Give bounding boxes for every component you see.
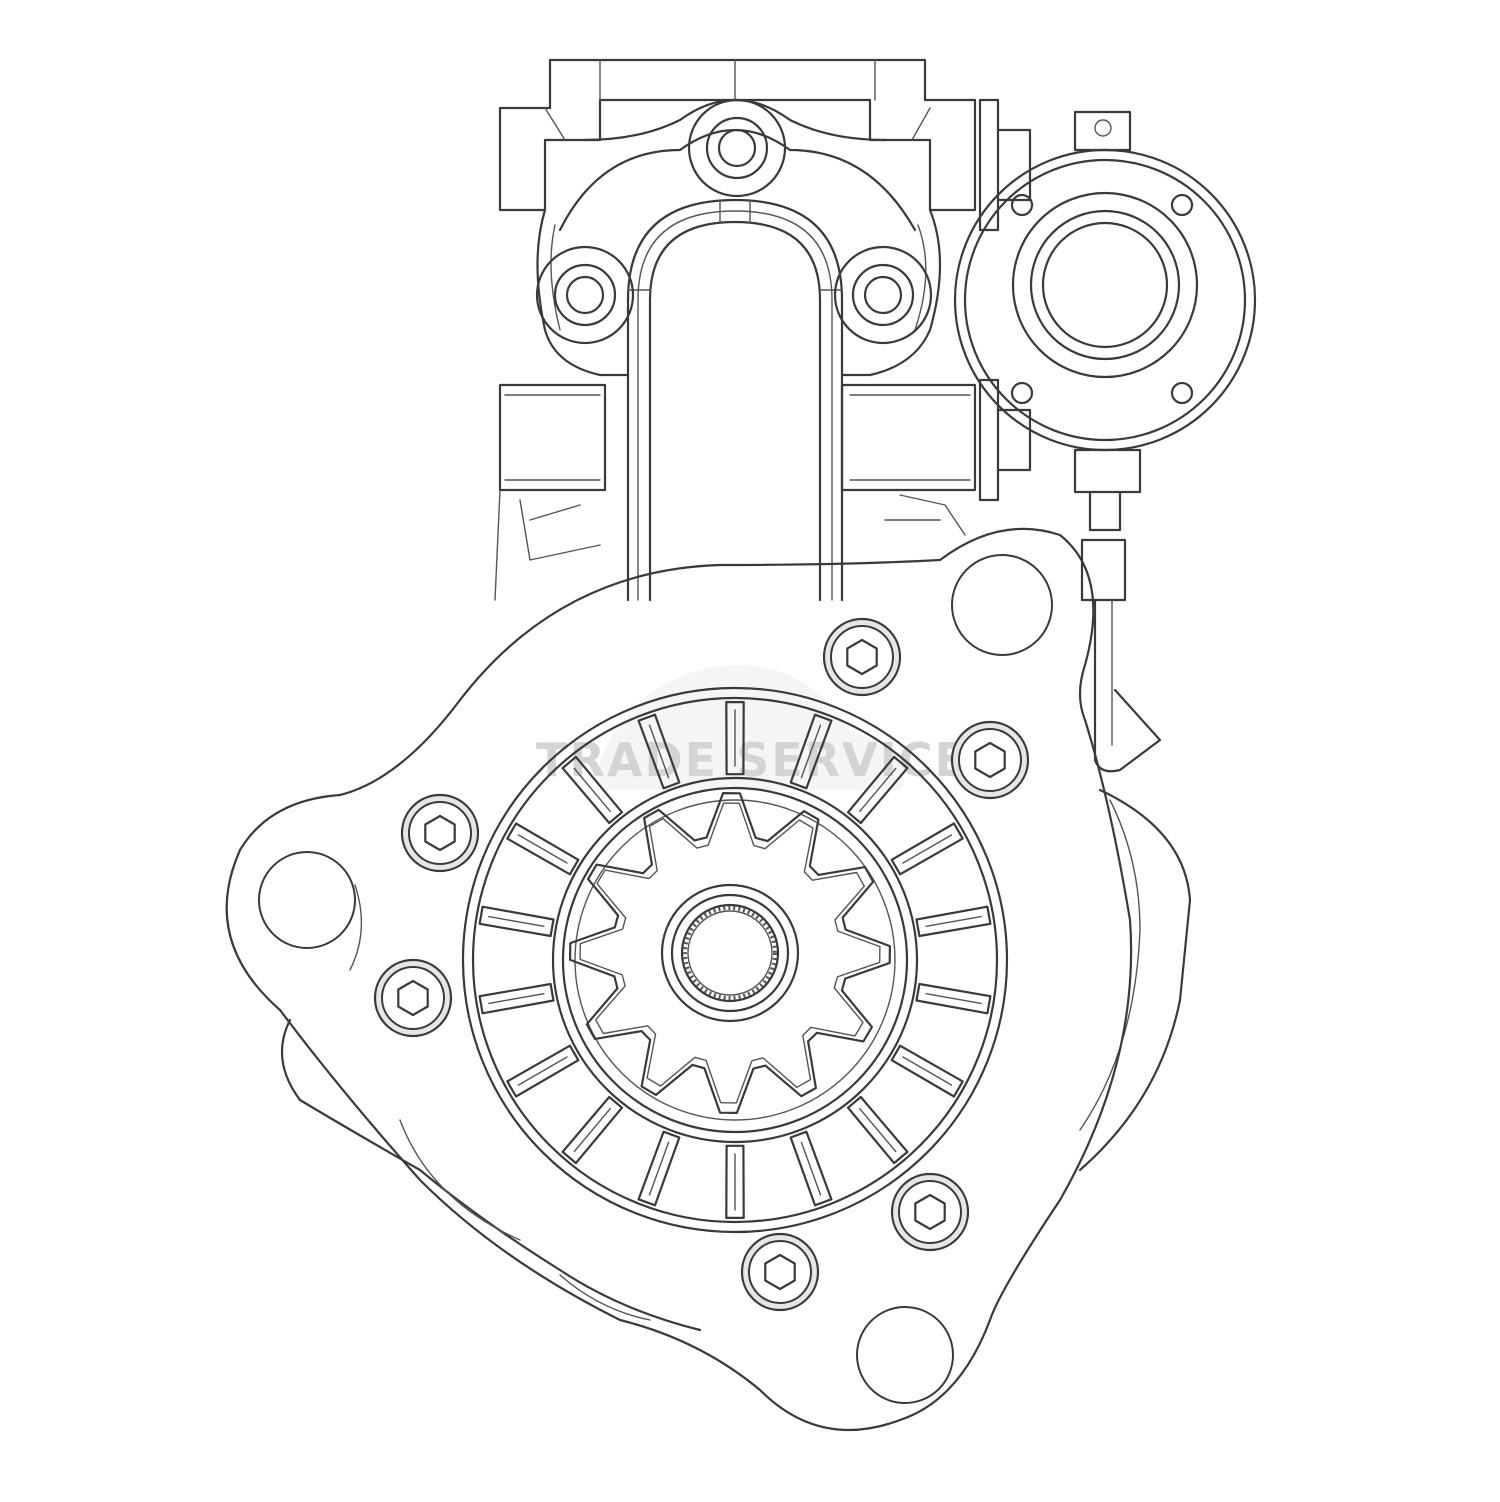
clutch-segment-rib [925, 915, 982, 927]
clutch-segment-rib [648, 724, 670, 779]
clutch-segment-rib [573, 1107, 611, 1153]
flange-bolt [400, 793, 480, 873]
watermark: TRADE SERVICE [536, 665, 966, 790]
clutch-segment [506, 1044, 580, 1098]
clutch-segment [846, 1095, 909, 1165]
mounting-hole-left [258, 851, 356, 949]
clutch-segment-rib [859, 1107, 897, 1153]
clutch-segment-rib [573, 767, 611, 813]
motor-body [280, 788, 1192, 1332]
flange-bolt [740, 1232, 820, 1312]
flange-bolt [950, 720, 1030, 800]
clutch-segment [890, 822, 964, 876]
solenoid-cap [953, 98, 1257, 773]
flange-bolts [373, 617, 1030, 1312]
flange-bolt [890, 1172, 970, 1252]
clutch-segment-rib [925, 993, 982, 1005]
clutch-segment [789, 1130, 833, 1207]
clutch-segment-rib [488, 993, 545, 1005]
clutch-segment [478, 982, 555, 1015]
clutch-segment [637, 1130, 681, 1207]
clutch-segment [506, 822, 580, 876]
clutch-segment [846, 755, 909, 825]
clutch-housing [461, 686, 1009, 1234]
clutch-segment [725, 1144, 745, 1219]
clutch-segment-rib [648, 1141, 670, 1196]
clutch-segment-rib [800, 1141, 822, 1196]
clutch-segment [725, 701, 745, 776]
clutch-segment [478, 905, 555, 938]
clutch-segment [561, 1095, 624, 1165]
flange-bolt [373, 958, 453, 1038]
clutch-segment-rib [517, 1056, 568, 1086]
flange-plate [225, 527, 1133, 1432]
mounting-hole-top-right [951, 554, 1053, 656]
flange-bolt [822, 617, 902, 697]
clutch-segment [915, 982, 992, 1015]
hex-socket-icon [846, 638, 878, 676]
clutch-segment-rib [517, 834, 568, 864]
upper-housing [494, 58, 977, 602]
hex-socket-icon [424, 814, 456, 852]
clutch-segment [561, 755, 624, 825]
clutch-segment [637, 713, 681, 790]
hex-socket-icon [397, 979, 429, 1017]
hex-socket-icon [974, 741, 1006, 779]
clutch-segment-rib [902, 834, 953, 864]
clutch-segment [915, 905, 992, 938]
clutch-segment-rib [488, 915, 545, 927]
pinion-gear [569, 792, 891, 1114]
mounting-hole-bottom [856, 1306, 954, 1404]
clutch-segment [789, 713, 833, 790]
clutch-segment-rib [800, 724, 822, 779]
clutch-segment-rib [902, 1056, 953, 1086]
hex-socket-icon [764, 1253, 796, 1291]
clutch-segment [890, 1044, 964, 1098]
clutch-segment-rib [859, 767, 897, 813]
hex-socket-icon [914, 1193, 946, 1231]
